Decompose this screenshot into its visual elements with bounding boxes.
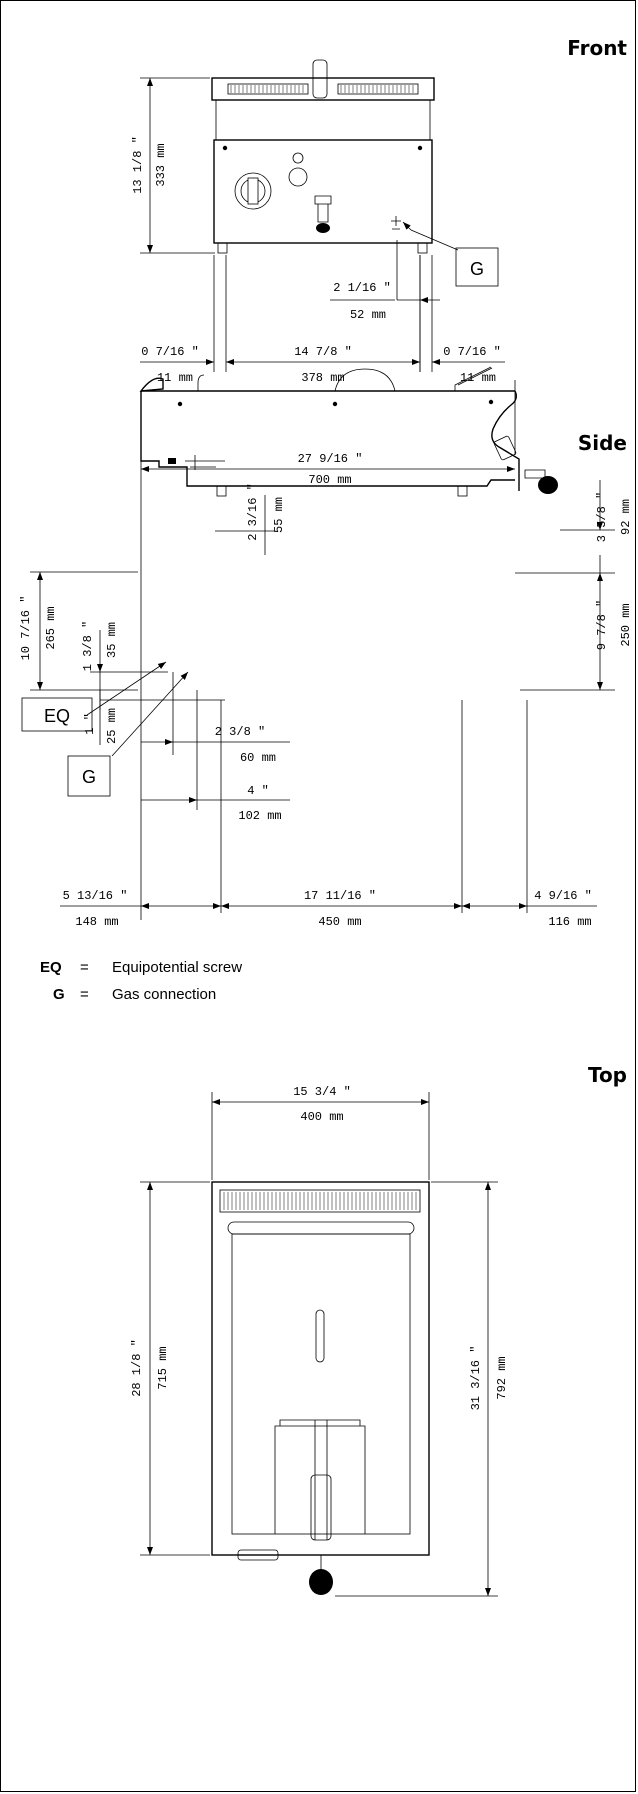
view-label-front: Front [567, 36, 627, 60]
front-gas-tag: G [470, 259, 484, 279]
front-height-in-label: 13 1/8 " [131, 136, 145, 194]
side-total-h-mm-label: 265 mm [44, 606, 58, 649]
front-height-mm-label: 333 mm [154, 143, 168, 186]
top-depth-dimension [140, 1181, 210, 1556]
top-width-dimension [211, 1092, 430, 1180]
front-gas-offset-in-label: 2 1/16 " [333, 281, 391, 295]
legend-key-eq: EQ [40, 959, 62, 976]
side-g-off-mm-label: 60 mm [240, 751, 276, 765]
side-eq-height-dimension [90, 630, 168, 710]
top-total-mm-label: 792 mm [495, 1356, 509, 1399]
front-height-dimension [140, 77, 215, 254]
side-basket-mm-label: 92 mm [619, 499, 633, 535]
side-body-h-mm-label: 250 mm [619, 603, 633, 646]
top-width-in-label: 15 3/4 " [293, 1085, 351, 1099]
view-label-top: Top [588, 1063, 627, 1087]
legend-text-eq: Equipotential screw [112, 959, 242, 976]
side-eq-h-mm-label: 35 mm [105, 622, 119, 658]
front-gas-offset-mm-label: 52 mm [350, 308, 386, 322]
front-width-in-label: 14 7/8 " [294, 345, 352, 359]
front-left-in-label: 0 7/16 " [141, 345, 199, 359]
side-eq-offset-dimension [141, 690, 290, 810]
side-feet-in-label: 17 11/16 " [304, 889, 376, 903]
side-foot-in-label: 1 " [83, 713, 97, 735]
top-view-fryer [211, 1181, 430, 1595]
side-foot-mm-label: 25 mm [105, 708, 119, 744]
front-right-mm-label: 11 mm [460, 371, 496, 385]
side-g-off-in-label: 2 3/8 " [215, 725, 265, 739]
side-total-height-dimension [30, 571, 138, 691]
side-eq-h-in-label: 1 3/8 " [81, 621, 95, 671]
top-depth-in-label: 28 1/8 " [130, 1339, 144, 1397]
top-total-dimension [335, 1181, 498, 1597]
side-eq-tag: EQ [44, 706, 70, 726]
front-view-fryer [211, 59, 435, 254]
side-g-offset-dimension [141, 672, 290, 755]
view-label-side: Side [578, 431, 627, 455]
side-handle-mm-label: 55 mm [272, 497, 286, 533]
side-depth-dimension [140, 380, 516, 920]
gas-callout-front [402, 221, 499, 287]
eq-callout-side [21, 661, 167, 732]
side-rear-mm-label: 116 mm [548, 915, 591, 929]
side-eq-off-in-label: 4 " [247, 784, 269, 798]
front-width-dimensions [140, 255, 505, 372]
top-width-mm-label: 400 mm [300, 1110, 343, 1124]
side-view-fryer [139, 366, 558, 497]
side-depth-in-label: 27 9/16 " [298, 452, 363, 466]
legend-eq-sign-g: = [80, 986, 89, 1003]
side-front-in-label: 5 13/16 " [63, 889, 128, 903]
side-rear-in-label: 4 9/16 " [534, 889, 592, 903]
front-right-in-label: 0 7/16 " [443, 345, 501, 359]
side-handle-dimension [215, 495, 275, 555]
side-front-mm-label: 148 mm [75, 915, 118, 929]
side-gas-tag: G [82, 767, 96, 787]
top-total-in-label: 31 3/16 " [469, 1346, 483, 1411]
side-total-h-in-label: 10 7/16 " [19, 596, 33, 661]
side-body-h-in-label: 9 7/8 " [595, 600, 609, 650]
front-left-mm-label: 11 mm [157, 371, 193, 385]
side-body-height-dimension [520, 573, 615, 691]
front-width-mm-label: 378 mm [301, 371, 344, 385]
side-basket-in-label: 3 5/8 " [595, 492, 609, 542]
side-feet-mm-label: 450 mm [318, 915, 361, 929]
legend: EQ = Equipotential screw G = Gas connect… [40, 959, 242, 1003]
legend-text-g: Gas connection [112, 986, 216, 1003]
top-depth-mm-label: 715 mm [156, 1346, 170, 1389]
legend-eq-sign-eq: = [80, 959, 89, 976]
gas-callout-side [67, 671, 189, 797]
side-handle-in-label: 2 3/16 " [246, 483, 260, 541]
side-eq-off-mm-label: 102 mm [238, 809, 281, 823]
side-bottom-dimensions [60, 700, 597, 913]
legend-key-g: G [53, 986, 65, 1003]
side-depth-mm-label: 700 mm [308, 473, 351, 487]
